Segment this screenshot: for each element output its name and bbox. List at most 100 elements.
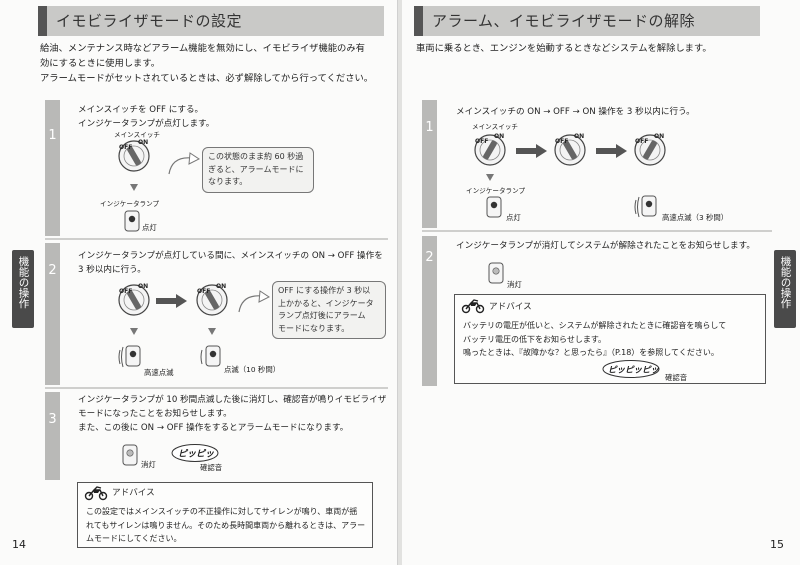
intro-left: 給油、メンテナンス時などアラーム機能を無効にし、イモビライザ機能のみ有 効にする…: [40, 41, 390, 86]
lamp-state: 点灯: [506, 213, 521, 222]
bubble-line: ランプ点灯後にアラーム: [278, 311, 366, 320]
step-text: インジケータランプが 10 秒間点滅した後に消灯し、確認音が鳴りイモビライザ モ…: [78, 393, 393, 435]
on-mark: ON: [654, 133, 664, 140]
intro-right: 車両に乗るとき、エンジンを始動するときなどシステムを解除します。: [416, 41, 766, 56]
intro-line: 給油、メンテナンス時などアラーム機能を無効にし、イモビライザ機能のみ有: [40, 43, 365, 54]
right-arrow-icon: [516, 144, 547, 158]
bubble-line: 上かかると、インジケータ: [278, 298, 374, 308]
off-mark: OFF: [119, 288, 132, 295]
advice-body: この設定ではメインスイッチの不正操作に対してサイレンが鳴り、車両が揺 れてもサイ…: [86, 505, 372, 546]
advice-line: バッテリの電圧が低いと、システムが解除されたときに確認音を鳴らして: [463, 321, 727, 330]
motorcycle-icon: [461, 299, 485, 314]
down-arrow-icon: [130, 184, 138, 191]
bubble-line: この状態のまま約 60 秒過: [208, 152, 304, 161]
advice-heading: アドバイス: [489, 302, 532, 312]
curved-arrow-icon: [168, 152, 200, 175]
step-number-bar: 3: [45, 392, 60, 480]
page-title-right-text: アラーム、イモビライザモードの解除: [432, 12, 696, 30]
page-number: 14: [12, 538, 26, 551]
page-title-left: イモビライザモードの設定: [38, 6, 384, 36]
info-bubble: OFF にする操作が 3 秒以 上かかると、インジケータ ランプ点灯後にアラーム…: [272, 281, 386, 339]
step-line: また、この後に ON → OFF 操作をするとアラームモードになります。: [78, 423, 349, 433]
right-arrow-icon: [596, 144, 627, 158]
intro-line: 効にするときに使用します。: [40, 58, 161, 69]
page-title-right: アラーム、イモビライザモードの解除: [414, 6, 760, 36]
step-line: モードになったことをお知らせします。: [78, 409, 232, 419]
page-number: 15: [770, 538, 784, 551]
page-gutter: [398, 0, 402, 565]
lamp-state: 点滅（10 秒間）: [224, 365, 281, 374]
step-text: インジケータランプが点灯している間に、メインスイッチの ON → OFF 操作を…: [78, 249, 393, 277]
down-arrow-icon: [208, 328, 216, 335]
step-line: 3 秒以内に行う。: [78, 265, 146, 275]
curved-arrow-icon: [238, 290, 270, 313]
on-mark: ON: [574, 133, 584, 140]
lamp-state: 消灯: [141, 460, 156, 469]
lamp-label: インジケータランプ: [466, 187, 526, 195]
step-number: 2: [48, 263, 57, 278]
main-switch-icon: OFF ON: [634, 133, 666, 166]
advice-line: れてもサイレンは鳴りません。そのため長時間車両から離れるときは、アラー: [86, 520, 366, 530]
advice-heading: アドバイス: [112, 488, 155, 498]
step-line: インジケータランプが点灯します。: [78, 119, 215, 129]
bubble-line: OFF にする操作が 3 秒以: [278, 286, 371, 295]
on-mark: ON: [138, 283, 148, 290]
title-marker: [38, 6, 47, 36]
advice-body: バッテリの電圧が低いと、システムが解除されたときに確認音を鳴らして バッテリ電圧…: [463, 319, 763, 360]
on-mark: ON: [494, 133, 504, 140]
section-tab-text: 機能の操作: [17, 256, 30, 309]
lamp-state: 消灯: [507, 280, 522, 289]
step-number-bar: 1: [45, 100, 60, 236]
step-line: インジケータランプが 10 秒間点滅した後に消灯し、確認音が鳴りイモビライザ: [78, 395, 387, 405]
indicator-lamp-off-icon: [122, 444, 138, 466]
step-line: メインスイッチの ON → OFF → ON 操作を 3 秒以内に行う。: [456, 107, 695, 117]
on-mark: ON: [138, 139, 148, 146]
down-arrow-icon: [130, 328, 138, 335]
lamp-state: 点灯: [142, 223, 157, 232]
blinking-lamp-icon: [200, 345, 221, 367]
step-line: メインスイッチを OFF にする。: [78, 105, 204, 115]
section-tab-right: 機能の操作: [774, 250, 796, 328]
indicator-lamp-icon: [124, 210, 140, 232]
off-mark: OFF: [635, 138, 648, 145]
step-number-bar: 1: [422, 100, 437, 228]
step-text: インジケータランプが消灯してシステムが解除されたことをお知らせします。: [456, 239, 786, 253]
beep-text: ピッピッピッ: [608, 365, 660, 376]
step-number: 3: [48, 412, 57, 427]
lamp-state: 高速点滅（3 秒間）: [662, 213, 729, 222]
advice-line: この設定ではメインスイッチの不正操作に対してサイレンが鳴り、車両が揺: [86, 507, 358, 516]
step-line: インジケータランプが点灯している間に、メインスイッチの ON → OFF 操作を: [78, 251, 383, 261]
switch-label: メインスイッチ: [472, 123, 519, 131]
main-switch-icon: OFF ON: [196, 283, 228, 316]
step-number: 1: [425, 120, 434, 135]
beep-sound-icon: ピッピッピッ: [602, 360, 660, 378]
off-mark: OFF: [555, 138, 568, 145]
indicator-lamp-icon: [486, 196, 502, 218]
title-marker: [414, 6, 423, 36]
section-tab-left: 機能の操作: [12, 250, 34, 328]
advice-box: アドバイス バッテリの電圧が低いと、システムが解除されたときに確認音を鳴らして …: [454, 294, 766, 384]
step-divider: [45, 238, 388, 240]
main-switch-icon: OFF ON: [474, 133, 506, 166]
lamp-state: 高速点滅: [144, 368, 174, 377]
right-page: アラーム、イモビライザモードの解除 車両に乗るとき、エンジンを始動するときなどシ…: [402, 0, 800, 565]
main-switch-icon: OFF ON: [118, 283, 150, 316]
on-mark: ON: [216, 283, 226, 290]
step-number: 2: [425, 250, 434, 265]
section-tab-text: 機能の操作: [779, 256, 792, 309]
sound-label: 確認音: [200, 463, 223, 472]
main-switch-icon: OFF ON: [554, 133, 586, 166]
advice-line: 鳴ったときは、『故障かな？と思ったら』（P.18）を参照してください。: [463, 348, 719, 357]
step-text: メインスイッチの ON → OFF → ON 操作を 3 秒以内に行う。: [456, 105, 786, 119]
beep-sound-icon: ピッピッ: [171, 444, 219, 462]
left-page: イモビライザモードの設定 給油、メンテナンス時などアラーム機能を無効にし、イモビ…: [0, 0, 398, 565]
off-mark: OFF: [119, 144, 132, 151]
bubble-line: なります。: [208, 177, 248, 186]
page-title-left-text: イモビライザモードの設定: [56, 12, 243, 30]
bubble-line: ぎると、アラームモードに: [208, 164, 304, 174]
switch-label: メインスイッチ: [114, 131, 161, 139]
advice-line: バッテリ電圧の低下をお知らせします。: [463, 334, 607, 344]
sound-label: 確認音: [665, 373, 688, 382]
intro-line: アラームモードがセットされているときは、必ず解除してから行ってください。: [40, 73, 374, 84]
motorcycle-icon: [84, 486, 108, 501]
